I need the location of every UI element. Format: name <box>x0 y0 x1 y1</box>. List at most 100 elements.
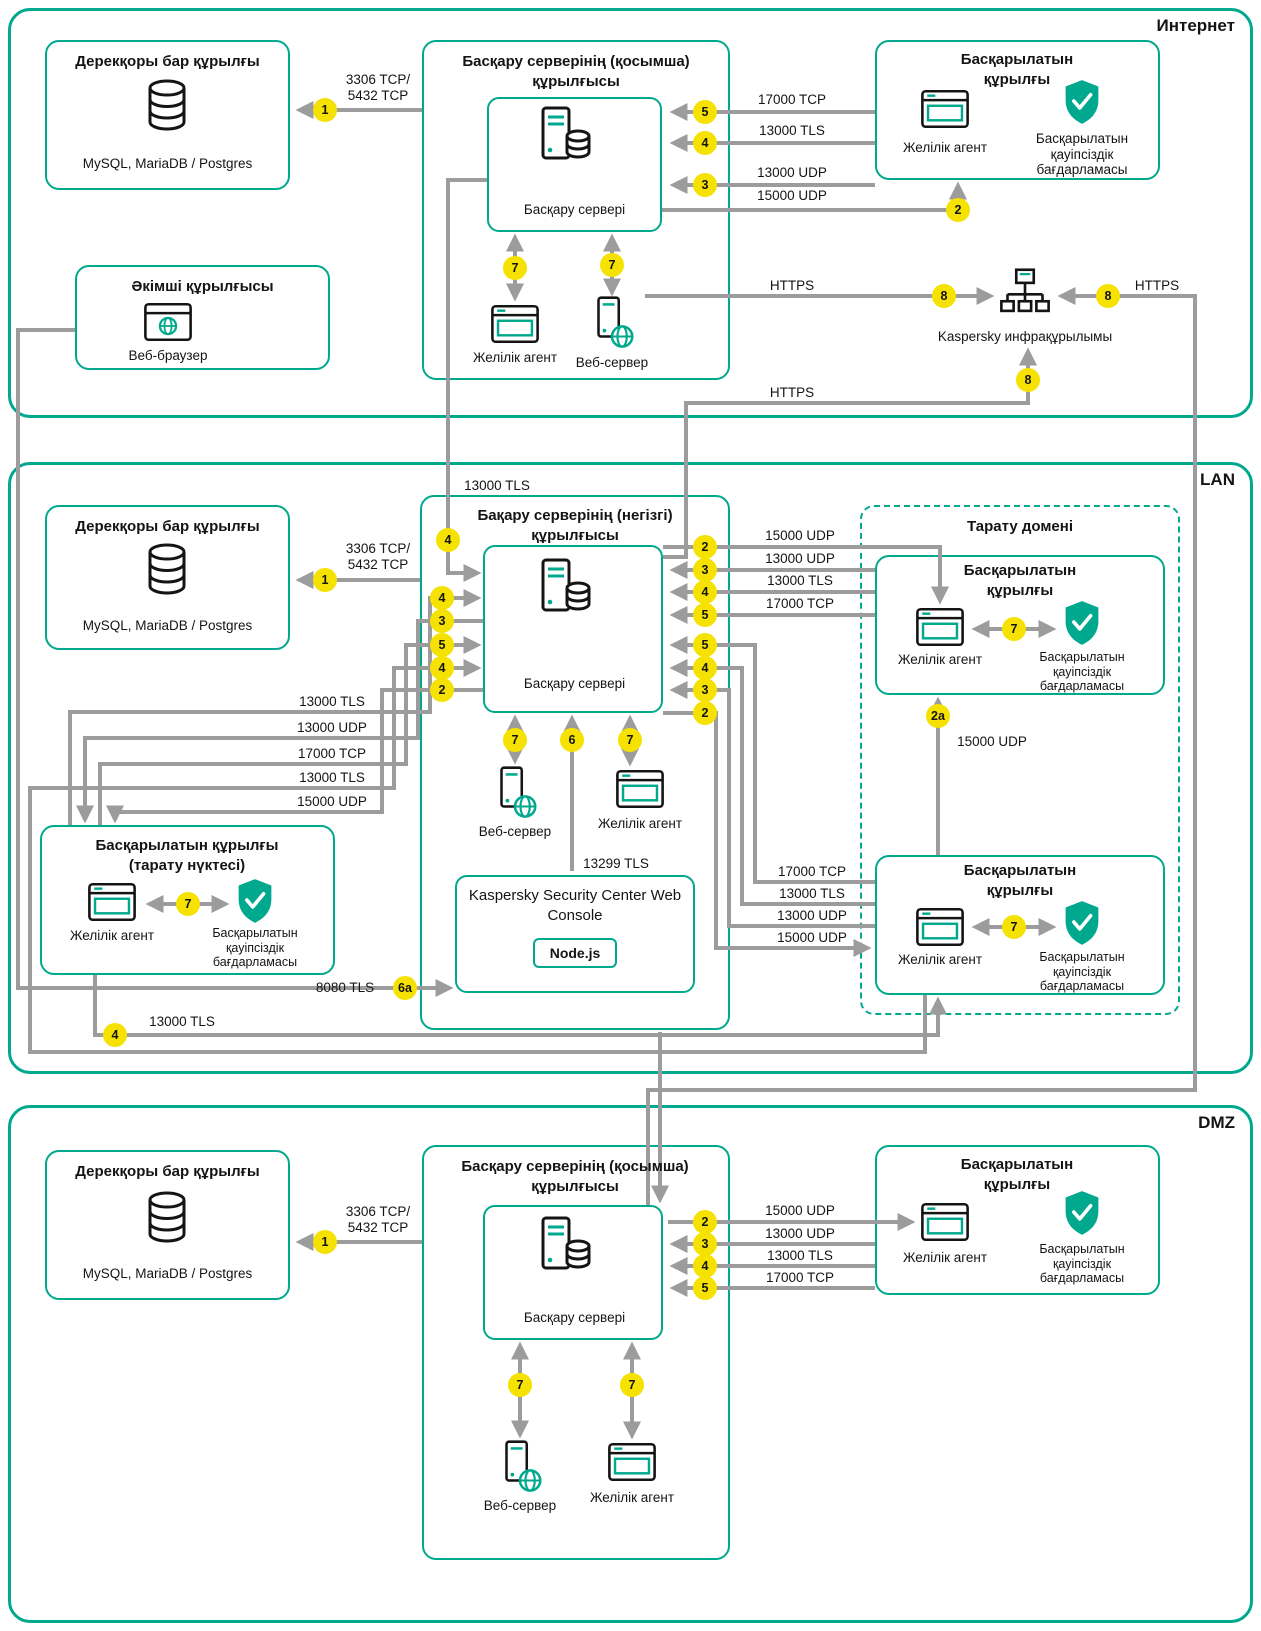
kaspersky-infrastructure-icon <box>997 268 1053 324</box>
admin-server-icon <box>531 556 595 620</box>
port-label: 17000 TCP <box>765 596 835 611</box>
port-label: 13000 TLS <box>299 694 365 709</box>
distribution-point-agent-caption: Желілік агент <box>69 928 155 943</box>
step-badge: 4 <box>430 586 454 610</box>
step-badge: 2a <box>926 704 950 728</box>
step-badge: 7 <box>1002 915 1026 939</box>
database-icon <box>143 78 191 132</box>
port-label: 13000 UDP <box>765 551 835 566</box>
port-label: 13000 TLS <box>767 573 833 588</box>
internet-database-sub: MySQL, MariaDB / Postgres <box>82 156 253 171</box>
port-label: HTTPS <box>769 278 815 293</box>
dmz-admin-server-inner-box <box>483 1205 663 1340</box>
internet-database-title: Дерекқоры бар құрылғы <box>75 53 260 70</box>
network-agent-icon <box>914 606 966 648</box>
network-agent-icon <box>919 1201 971 1243</box>
internet-admin-server-label: Басқару сервері <box>523 202 626 217</box>
step-badge: 7 <box>508 1373 532 1397</box>
step-badge: 4 <box>693 131 717 155</box>
port-label: 13000 UDP <box>777 908 847 923</box>
lan-managed-2-security-caption: Басқарылатын қауіпсіздік бағдарламасы <box>1039 950 1125 993</box>
dmz-managed-device-title: Басқарылатын құрылғы <box>960 1156 1074 1193</box>
port-label: 13000 TLS <box>464 478 530 493</box>
step-badge: 6a <box>393 976 417 1000</box>
security-shield-icon <box>1062 599 1102 647</box>
step-badge: 8 <box>1096 284 1120 308</box>
step-badge: 5 <box>693 1276 717 1300</box>
web-server-icon <box>488 766 542 820</box>
zone-internet-label: Интернет <box>1156 16 1235 35</box>
port-label: 17000 TCP <box>757 92 827 107</box>
step-badge: 2 <box>693 535 717 559</box>
database-icon <box>143 1190 191 1244</box>
network-agent-icon <box>914 906 966 948</box>
security-shield-icon <box>1062 1189 1102 1237</box>
step-badge: 7 <box>503 728 527 752</box>
step-badge: 6 <box>560 728 584 752</box>
internet-agent-caption: Желілік агент <box>472 350 558 365</box>
distribution-point-security-caption: Басқарылатын қауіпсіздік бағдарламасы <box>212 926 298 969</box>
port-label: 17000 TCP <box>777 864 847 879</box>
admin-server-icon <box>531 1214 595 1278</box>
lan-managed-device-2-title: Басқарылатын құрылғы <box>963 862 1077 899</box>
zone-lan-label: LAN <box>1200 470 1235 489</box>
port-label: 15000 UDP <box>957 734 1027 749</box>
port-label: 17000 TCP <box>765 1270 835 1285</box>
lan-database-title: Дерекқоры бар құрылғы <box>75 518 260 535</box>
step-badge: 2 <box>693 1210 717 1234</box>
admin-server-icon <box>531 104 595 168</box>
web-browser-icon <box>142 301 194 343</box>
port-label: 15000 UDP <box>777 930 847 945</box>
lan-managed-1-security-caption: Басқарылатын қауіпсіздік бағдарламасы <box>1039 650 1125 693</box>
step-badge: 5 <box>693 603 717 627</box>
port-label: HTTPS <box>1134 278 1180 293</box>
step-badge: 7 <box>620 1373 644 1397</box>
internet-webserver-caption: Веб-сервер <box>575 355 649 370</box>
security-shield-icon <box>1062 899 1102 947</box>
step-badge: 4 <box>430 656 454 680</box>
lan-webserver-caption: Веб-сервер <box>478 824 552 839</box>
step-badge: 3 <box>430 609 454 633</box>
step-badge: 7 <box>1002 617 1026 641</box>
distribution-domain-title: Тарату домені <box>966 518 1074 535</box>
port-label: 13000 TLS <box>767 1248 833 1263</box>
admin-device-title: Әкімші құрылғысы <box>131 278 274 295</box>
port-label: 17000 TCP <box>297 746 367 761</box>
port-label: 13000 TLS <box>779 886 845 901</box>
web-console-title: Kaspersky Security Center Web Console <box>468 887 682 924</box>
lan-database-sub: MySQL, MariaDB / Postgres <box>82 618 253 633</box>
internet-admin-server-inner-box <box>487 97 662 232</box>
internet-managed-device-title: Басқарылатын құрылғы <box>960 51 1074 88</box>
step-badge: 3 <box>693 558 717 582</box>
port-label: 15000 UDP <box>297 794 367 809</box>
step-badge: 4 <box>103 1023 127 1047</box>
internet-managed-agent-caption: Желілік агент <box>902 140 988 155</box>
step-badge: 4 <box>693 656 717 680</box>
network-agent-icon <box>489 303 541 345</box>
port-label: 13000 UDP <box>765 1226 835 1241</box>
port-label: 13000 UDP <box>297 720 367 735</box>
step-badge: 7 <box>176 892 200 916</box>
step-badge: 2 <box>693 701 717 725</box>
port-label: 13000 TLS <box>149 1014 215 1029</box>
nodejs-box: Node.js <box>533 938 617 968</box>
dmz-managed-agent-caption: Желілік агент <box>902 1250 988 1265</box>
network-agent-icon <box>614 768 666 810</box>
dmz-admin-server-label: Басқару сервері <box>523 1310 626 1325</box>
step-badge: 3 <box>693 678 717 702</box>
step-badge: 5 <box>693 100 717 124</box>
lan-agent-caption: Желілік агент <box>597 816 683 831</box>
step-badge: 1 <box>313 568 337 592</box>
dmz-security-caption: Басқарылатын қауіпсіздік бағдарламасы <box>1039 1242 1125 1285</box>
port-label: 13000 TLS <box>759 123 825 138</box>
port-label: 13000 UDP <box>757 165 827 180</box>
lan-admin-server-label: Басқару сервері <box>523 676 626 691</box>
lan-managed-2-agent-caption: Желілік агент <box>897 952 983 967</box>
step-badge: 8 <box>932 284 956 308</box>
web-server-icon <box>493 1440 547 1494</box>
distribution-point-title: Басқарылатын құрылғы (тарату нүктесі) <box>95 837 279 874</box>
network-agent-icon <box>606 1441 658 1483</box>
dmz-database-title: Дерекқоры бар құрылғы <box>75 1163 260 1180</box>
step-badge: 7 <box>503 256 527 280</box>
step-badge: 8 <box>1016 368 1040 392</box>
